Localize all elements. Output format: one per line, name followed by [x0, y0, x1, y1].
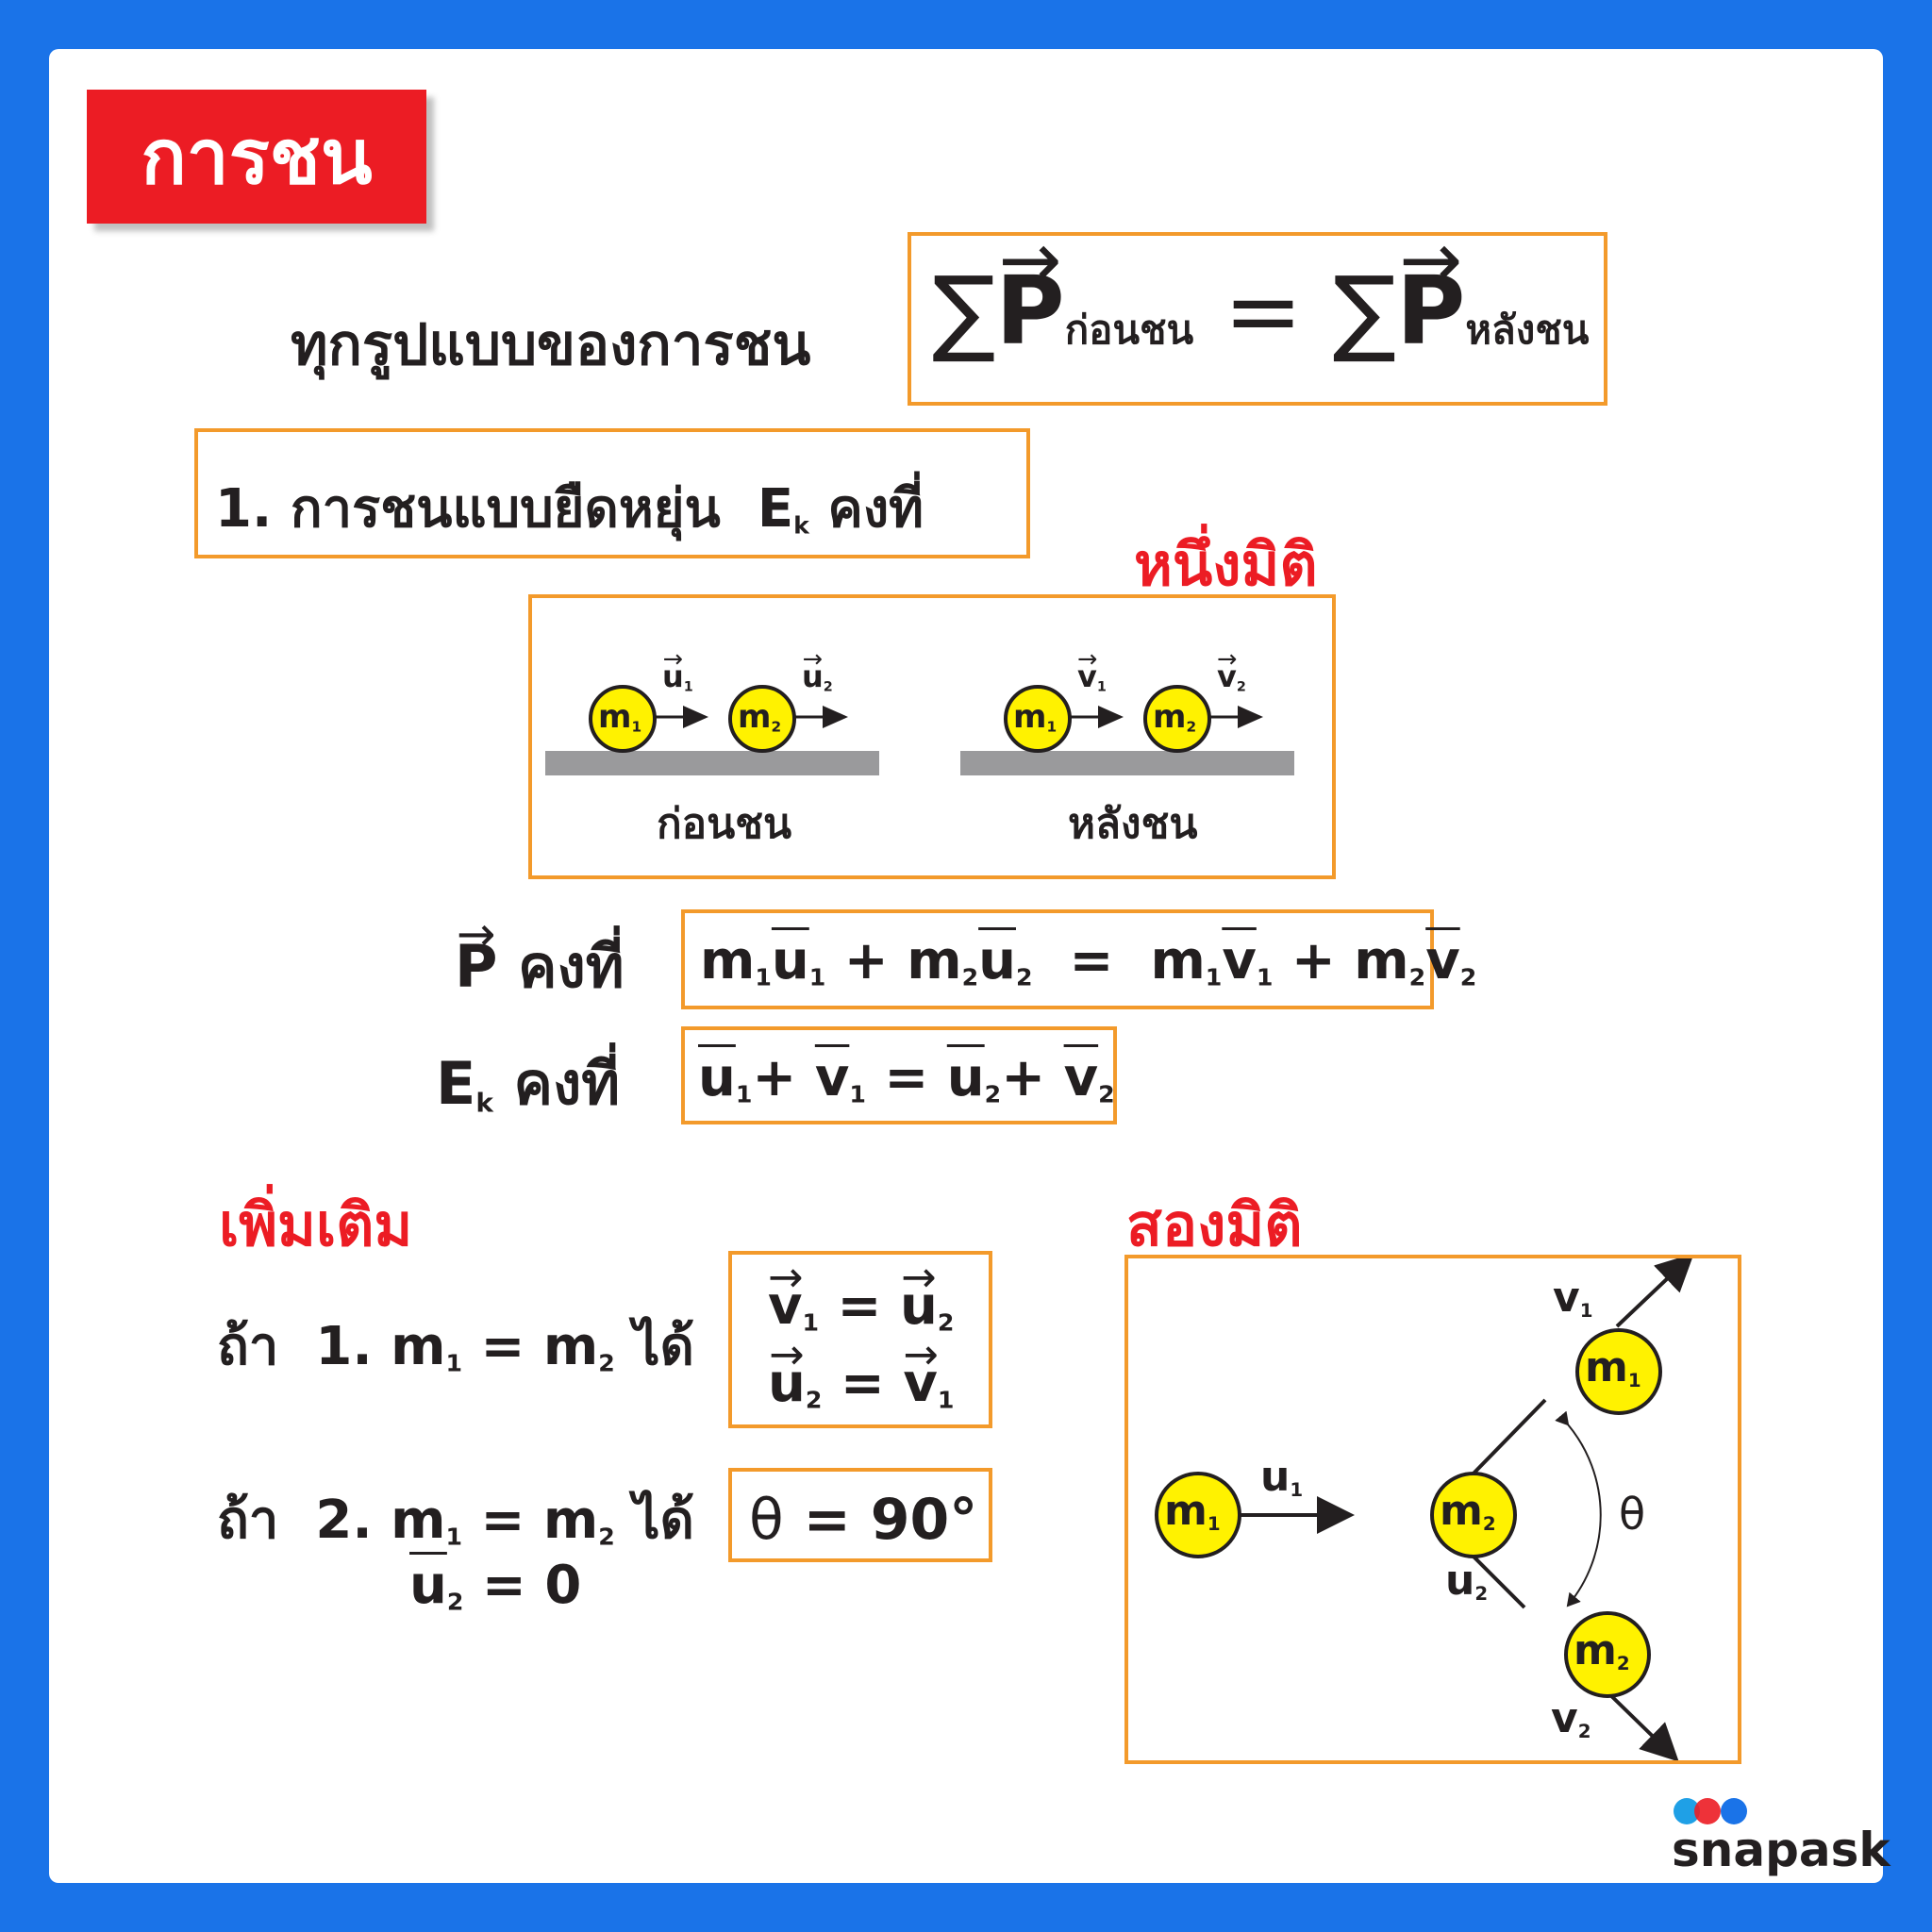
two-dimension-diagram-box: m1 m2 m1 m2 u1 u2 v1 v2 θ	[1124, 1255, 1741, 1764]
ek-subscript: k	[793, 511, 809, 540]
momentum-constant-label: P คงที่	[455, 907, 625, 1013]
label-v1: v1	[1077, 645, 1107, 694]
ball-m1-outgoing	[1575, 1328, 1662, 1415]
elastic-collision-title: 1. การชนแบบยืดหยุ่น Ek คงที่	[215, 466, 924, 550]
title-text: การชน	[141, 112, 373, 201]
two-dimension-heading: สองมิติ	[1126, 1191, 1303, 1259]
v1-path	[1466, 1398, 1547, 1481]
after-subscript: หลังชน	[1465, 307, 1590, 353]
v2-path	[1466, 1549, 1526, 1609]
momentum-equation-box: m1u1 + m2u2 = m1v1 + m2v2	[681, 909, 1476, 1009]
intro-label: ทุกรูปแบบของการชน	[291, 312, 811, 378]
label-2d-m1-incoming: m1	[1164, 1487, 1221, 1535]
label-2d-u2: u2	[1445, 1557, 1489, 1605]
elastic-collision-box: 1. การชนแบบยืดหยุ่น Ek คงที่	[194, 428, 1030, 558]
label-2d-v2: v2	[1551, 1694, 1591, 1742]
equals-sign: =	[1224, 256, 1303, 366]
energy-equation-box: u1+ v1 = u2+ v2	[681, 1026, 1117, 1124]
ball-m1-before	[589, 685, 657, 753]
caption-before: ก่อนชน	[657, 800, 792, 848]
ball-m2-before	[728, 685, 796, 753]
ball-m2-rest	[1430, 1472, 1517, 1558]
sum-symbol: ∑	[932, 256, 996, 366]
elastic-collision-label: 1. การชนแบบยืดหยุ่น	[215, 478, 721, 540]
snapask-logo-icon	[1674, 1798, 1747, 1824]
case2-condition: ถ้า 2. m1 = m2 ได้	[217, 1490, 694, 1551]
label-u2: u2	[802, 645, 833, 694]
sum-symbol-2: ∑	[1332, 256, 1397, 366]
theta-arc	[1555, 1410, 1602, 1607]
label-v2: v2	[1217, 645, 1246, 694]
label-m1-before: m1	[598, 698, 642, 736]
ground-after	[960, 751, 1294, 775]
ball-m2-after	[1143, 685, 1211, 753]
label-2d-m2-outgoing: m2	[1574, 1626, 1630, 1674]
ball-m1-after	[1004, 685, 1072, 753]
two-dimension-diagram	[1155, 1258, 1694, 1760]
label-2d-u1: u1	[1260, 1453, 1304, 1501]
label-m2-before: m2	[738, 698, 782, 736]
label-m2-after: m2	[1153, 698, 1197, 736]
label-2d-theta: θ	[1619, 1489, 1646, 1540]
caption-after: หลังชน	[1068, 800, 1198, 848]
ball-m2-outgoing	[1564, 1611, 1651, 1698]
title-badge: การชน	[87, 90, 426, 224]
v1-arrow-2d	[1615, 1258, 1694, 1328]
case2-u2-zero: u2 = 0	[409, 1555, 582, 1616]
case1-result-box: v1 = u2 u2 = v1	[728, 1251, 992, 1428]
one-dimension-diagram-box: m1 m2 m1 m2 u1 u2 v1 v2 ก่อนชน หลังชน	[528, 594, 1336, 879]
energy-equation: u1+ v1 = u2+ v2	[698, 1047, 1115, 1108]
momentum-conservation-box: ∑Pก่อนชน = ∑Pหลังชน	[908, 223, 1607, 406]
case1-line1: v1 = u2	[768, 1252, 954, 1337]
one-dimension-heading: หนึ่งมิติ	[1134, 530, 1318, 599]
snapask-logo-text: snapask	[1672, 1823, 1890, 1877]
case2-theta-result: θ = 90°	[749, 1487, 978, 1553]
case1-line2: u2 = v1	[768, 1329, 954, 1414]
ek-constant-label: คงที่	[827, 478, 924, 540]
momentum-vector-after: P	[1396, 223, 1466, 358]
ground-before	[545, 751, 879, 775]
before-subscript: ก่อนชน	[1064, 307, 1194, 353]
momentum-conservation-formula: ∑Pก่อนชน = ∑Pหลังชน	[932, 223, 1590, 358]
label-2d-v1: v1	[1553, 1274, 1593, 1322]
case2-result-box: θ = 90°	[728, 1468, 992, 1562]
label-2d-m1-outgoing: m1	[1585, 1343, 1641, 1391]
momentum-equation: m1u1 + m2u2 = m1v1 + m2v2	[700, 930, 1477, 991]
case1-condition: ถ้า 1. m1 = m2 ได้	[217, 1316, 694, 1377]
momentum-vector-before: P	[995, 223, 1065, 358]
label-m1-after: m1	[1013, 698, 1058, 736]
extra-heading: เพิ่มเติม	[219, 1191, 413, 1259]
label-u1: u1	[662, 645, 693, 694]
energy-constant-label: Ek คงที่	[436, 1049, 621, 1119]
one-dimension-diagram	[545, 685, 1294, 775]
label-2d-m2-rest: m2	[1440, 1487, 1496, 1535]
ek-symbol: E	[757, 478, 794, 540]
ball-m1-incoming	[1155, 1472, 1241, 1558]
